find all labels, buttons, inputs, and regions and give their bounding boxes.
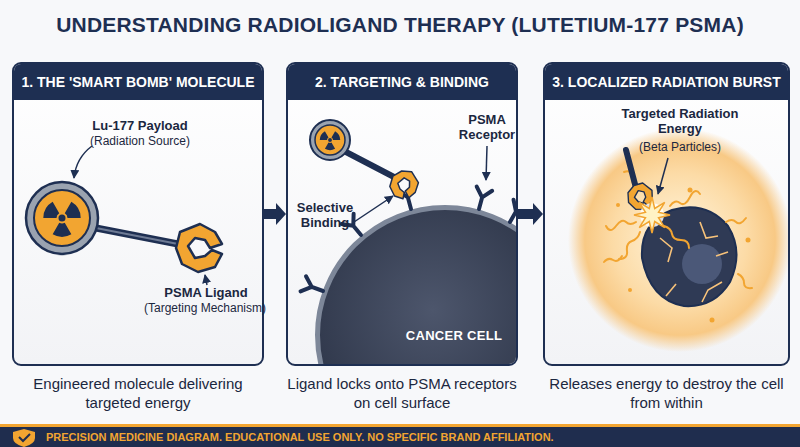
linker-stick [346, 152, 394, 177]
particle-wave [670, 191, 700, 206]
footer-note: PRECISION MEDICINE DIAGRAM. EDUCATIONAL … [46, 431, 554, 443]
radiation-symbol [43, 202, 80, 237]
payload-core [315, 125, 345, 155]
leader-line [354, 196, 393, 222]
panel-frame: 2. TARGETING & BINDING CANCER CELL [286, 62, 518, 366]
panel-caption: Releases energy to destroy the cell from… [543, 374, 790, 412]
energy-dot [710, 318, 715, 323]
cancer-cell: CANCER CELL [315, 205, 518, 366]
flow-arrow [518, 203, 543, 225]
ligand-claw [176, 224, 222, 272]
footer-band: PRECISION MEDICINE DIAGRAM. EDUCATIONAL … [0, 424, 800, 447]
art-shape [503, 200, 516, 226]
cell-nucleus [682, 244, 722, 284]
process-panel: 1. THE 'SMART BOMB' MOLECULE Engineered m… [12, 62, 264, 422]
ligand-claw [623, 179, 659, 214]
panel-header: 1. THE 'SMART BOMB' MOLECULE [14, 64, 262, 100]
particle-wave [619, 232, 640, 259]
receptor-y [341, 214, 367, 240]
dying-cell [642, 207, 737, 306]
binding-illustration [301, 120, 516, 299]
panel-header: 3. LOCALIZED RADIATION BURST [545, 64, 788, 100]
cell-label: CANCER CELL [388, 328, 502, 343]
diagram-title: UNDERSTANDING RADIOLIGAND THERAPY (LUTET… [0, 13, 800, 37]
ligand-claw [388, 169, 421, 201]
leader-line [74, 146, 92, 178]
particle-wave [604, 256, 622, 262]
payload-core [34, 190, 90, 246]
art-shape [398, 187, 419, 211]
panel-title: 1. THE 'SMART BOMB' MOLECULE [22, 74, 255, 90]
particle-wave [664, 226, 689, 248]
process-panel: 3. LOCALIZED RADIATION BURST Releases ene… [543, 62, 790, 422]
panel-description: Engineered molecule delivering targeted … [33, 375, 242, 411]
panel-description: Releases energy to destroy the cell from… [549, 375, 783, 411]
particle-wave [726, 218, 746, 223]
shield-icon [13, 429, 35, 447]
particle-wave [606, 221, 636, 230]
energy-dot [688, 188, 693, 193]
particle-wave [624, 171, 646, 194]
art-shape [471, 187, 492, 211]
panel-title: 3. LOCALIZED RADIATION BURST [552, 74, 780, 90]
beta-particles [604, 171, 752, 288]
crack-line [666, 284, 676, 296]
radiation-illustration [568, 128, 788, 352]
flow-arrow [264, 203, 286, 225]
receptor-y [503, 200, 516, 226]
linker-stick [626, 150, 636, 188]
receptor-y [398, 187, 419, 211]
linker-stick [96, 228, 178, 244]
linker-highlight [96, 228, 178, 244]
molecule-illustration [26, 146, 222, 285]
shield-shape [13, 429, 35, 447]
crack-line [700, 222, 718, 238]
art-shape [341, 214, 367, 240]
leader-line [658, 158, 668, 194]
radiation-glow [568, 128, 788, 352]
crack-line [716, 252, 728, 256]
energy-dots [616, 188, 751, 323]
panel-caption: Ligand locks onto PSMA receptors on cell… [286, 374, 518, 412]
energy-dot [628, 288, 632, 292]
receptor-y [471, 187, 492, 211]
leader-line [486, 146, 487, 180]
art-shape [301, 276, 326, 298]
panel-header: 2. TARGETING & BINDING [288, 64, 516, 100]
psma-receptors [301, 187, 516, 299]
payload-ring [310, 120, 350, 160]
process-panel: 2. TARGETING & BINDING CANCER CELL Ligand … [286, 62, 518, 422]
cell-cracks [660, 222, 728, 302]
particle-wave [738, 274, 752, 288]
energy-burst [634, 197, 670, 233]
radiation-symbol [320, 131, 340, 150]
panel-description: Ligand locks onto PSMA receptors on cell… [287, 375, 516, 411]
panel-caption: Engineered molecule delivering targeted … [12, 374, 264, 412]
panel-frame: 1. THE 'SMART BOMB' MOLECULE [12, 62, 264, 366]
crack-line [702, 282, 722, 302]
shield-check [19, 434, 30, 441]
energy-dot [616, 203, 620, 207]
panel-frame: 3. LOCALIZED RADIATION BURST [543, 62, 790, 366]
payload-ring [26, 182, 98, 254]
energy-dot [746, 238, 751, 243]
burst-core [640, 203, 664, 227]
crack-line [660, 238, 672, 262]
receptor-y [301, 276, 326, 298]
panel-title: 2. TARGETING & BINDING [315, 74, 489, 90]
leader-line [205, 275, 207, 285]
